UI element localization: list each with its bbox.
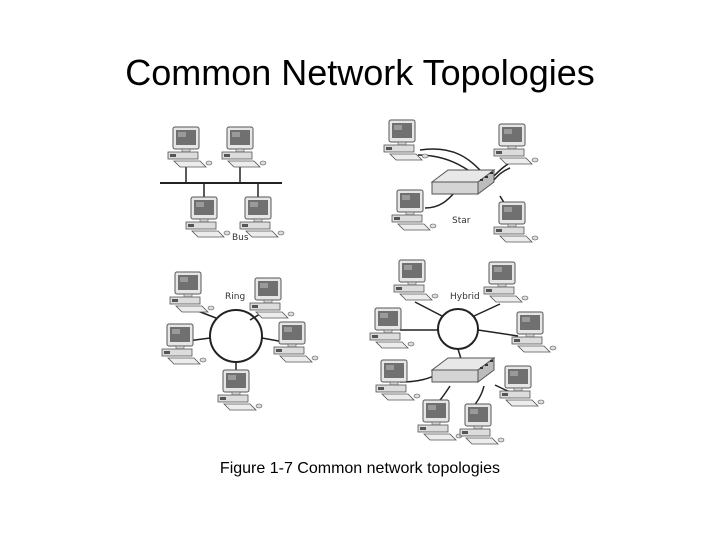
workstation-icon [169, 271, 215, 313]
workstation-icon [273, 321, 319, 363]
ring-circle [437, 308, 479, 350]
workstation-icon [249, 277, 295, 319]
workstation-icon [459, 403, 505, 445]
star-label: Star [452, 216, 471, 226]
bus-topology: Bus [160, 126, 285, 243]
workstation-icon [493, 201, 539, 243]
workstation-icon [391, 189, 437, 231]
workstation-icon [161, 323, 207, 365]
workstation-icon [493, 123, 539, 165]
workstation-icon [217, 369, 263, 411]
ring-label: Ring [225, 292, 245, 302]
workstation-icon [383, 119, 429, 161]
hub-icon [431, 357, 495, 383]
slide-title: Common Network Topologies [125, 52, 595, 93]
hybrid-label: Hybrid [450, 292, 480, 302]
hub-icon [431, 169, 495, 195]
workstation-icon [167, 126, 213, 168]
ring-topology: Ring [161, 271, 319, 411]
workstation-icon [369, 307, 415, 349]
figure-caption: Figure 1-7 Common network topologies [219, 460, 501, 477]
workstation-icon [375, 359, 421, 401]
workstation-icon [393, 259, 439, 301]
hybrid-topology: Hybrid [369, 259, 557, 445]
workstation-icon [221, 126, 267, 168]
workstation-icon [417, 399, 463, 441]
workstation-icon [185, 196, 231, 238]
bus-label: Bus [232, 233, 249, 243]
star-topology: Star [383, 119, 539, 243]
workstation-icon [239, 196, 285, 238]
workstation-icon [499, 365, 545, 407]
workstation-icon [511, 311, 557, 353]
workstation-icon [483, 261, 529, 303]
